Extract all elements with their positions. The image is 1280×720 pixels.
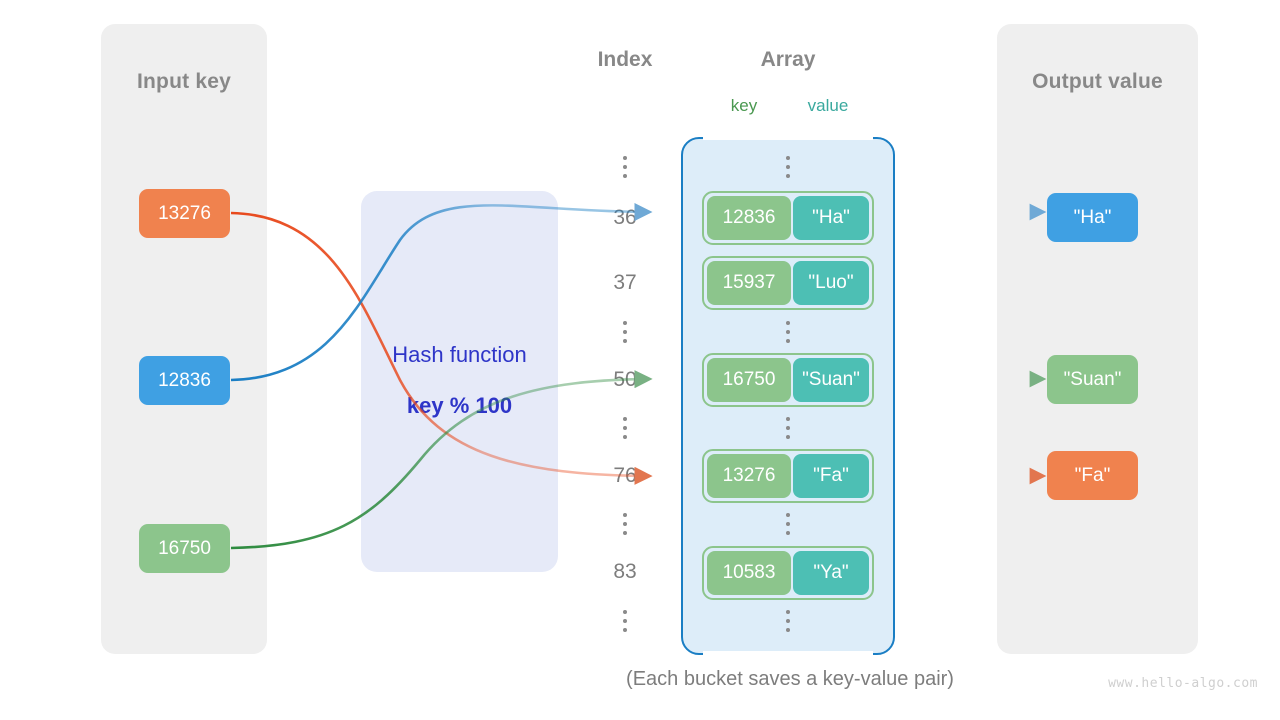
output-value-Ha[interactable]: "Ha" (1047, 193, 1138, 242)
bucket-key-cell: 16750 (707, 358, 791, 402)
array-ellipsis-icon (786, 610, 790, 632)
diagram-caption: (Each bucket saves a key-value pair) (626, 668, 954, 690)
array-ellipsis-icon (786, 513, 790, 535)
bucket-key-cell: 12836 (707, 196, 791, 240)
site-watermark: www.hello-algo.com (1108, 676, 1258, 691)
index-label-36: 36 (613, 206, 637, 229)
index-label-76: 76 (613, 464, 637, 487)
array-column-heading: Array (760, 48, 816, 71)
bucket[interactable]: 16750"Suan" (702, 353, 874, 407)
bucket-value-cell: "Fa" (793, 454, 869, 498)
array-ellipsis-icon (786, 156, 790, 178)
bucket[interactable]: 10583"Ya" (702, 546, 874, 600)
index-ellipsis-icon (623, 156, 627, 178)
input-key-16750[interactable]: 16750 (139, 524, 230, 573)
bucket-value-cell: "Luo" (793, 261, 869, 305)
bucket-value-cell: "Ya" (793, 551, 869, 595)
index-ellipsis-icon (623, 321, 627, 343)
index-column-heading: Index (597, 48, 653, 71)
input-key-12836[interactable]: 12836 (139, 356, 230, 405)
bucket-key-cell: 10583 (707, 551, 791, 595)
value-subheading: value (807, 96, 849, 115)
bucket-value-cell: "Suan" (793, 358, 869, 402)
bucket-key-cell: 13276 (707, 454, 791, 498)
index-ellipsis-icon (623, 417, 627, 439)
bucket[interactable]: 13276"Fa" (702, 449, 874, 503)
array-bracket-bottom-gap (703, 651, 873, 656)
index-ellipsis-icon (623, 610, 627, 632)
array-ellipsis-icon (786, 417, 790, 439)
output-value-Fa[interactable]: "Fa" (1047, 451, 1138, 500)
array-bracket-top-gap (703, 135, 873, 140)
bucket[interactable]: 12836"Ha" (702, 191, 874, 245)
hash-function-expression: key % 100 (406, 393, 513, 418)
index-label-37: 37 (613, 271, 637, 294)
output-value-Suan[interactable]: "Suan" (1047, 355, 1138, 404)
output-value-panel: Output value (997, 24, 1198, 654)
index-label-83: 83 (613, 560, 637, 583)
input-key-panel-title: Input key (137, 70, 231, 93)
bucket-key-cell: 15937 (707, 261, 791, 305)
hash-function-name: Hash function (392, 342, 527, 367)
output-value-panel-title: Output value (1032, 70, 1163, 93)
index-label-50: 50 (613, 368, 637, 391)
hash-function-box: Hash function key % 100 (361, 191, 558, 572)
bucket-value-cell: "Ha" (793, 196, 869, 240)
bucket[interactable]: 15937"Luo" (702, 256, 874, 310)
input-key-13276[interactable]: 13276 (139, 189, 230, 238)
key-subheading: key (730, 96, 758, 115)
index-ellipsis-icon (623, 513, 627, 535)
array-ellipsis-icon (786, 321, 790, 343)
